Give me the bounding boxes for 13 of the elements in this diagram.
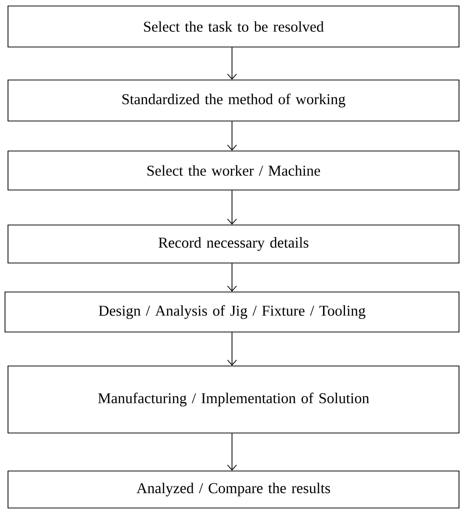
arrow: [227, 263, 237, 292]
arrow: [227, 433, 237, 471]
process-box: Select the task to be resolved: [8, 6, 460, 48]
process-box: Select the worker / Machine: [8, 150, 460, 190]
process-box: Manufacturing / Implementation of Solution: [8, 366, 460, 434]
arrow: [227, 332, 237, 366]
arrow: [227, 47, 237, 80]
process-box: Analyzed / Compare the results: [8, 470, 460, 508]
process-box: Standardized the method of working: [8, 80, 460, 122]
process-box: Design / Analysis of Jig / Fixture / Tooling: [4, 292, 460, 332]
process-box: Record necessary details: [8, 224, 460, 264]
arrow: [227, 121, 237, 151]
arrow: [227, 190, 237, 225]
